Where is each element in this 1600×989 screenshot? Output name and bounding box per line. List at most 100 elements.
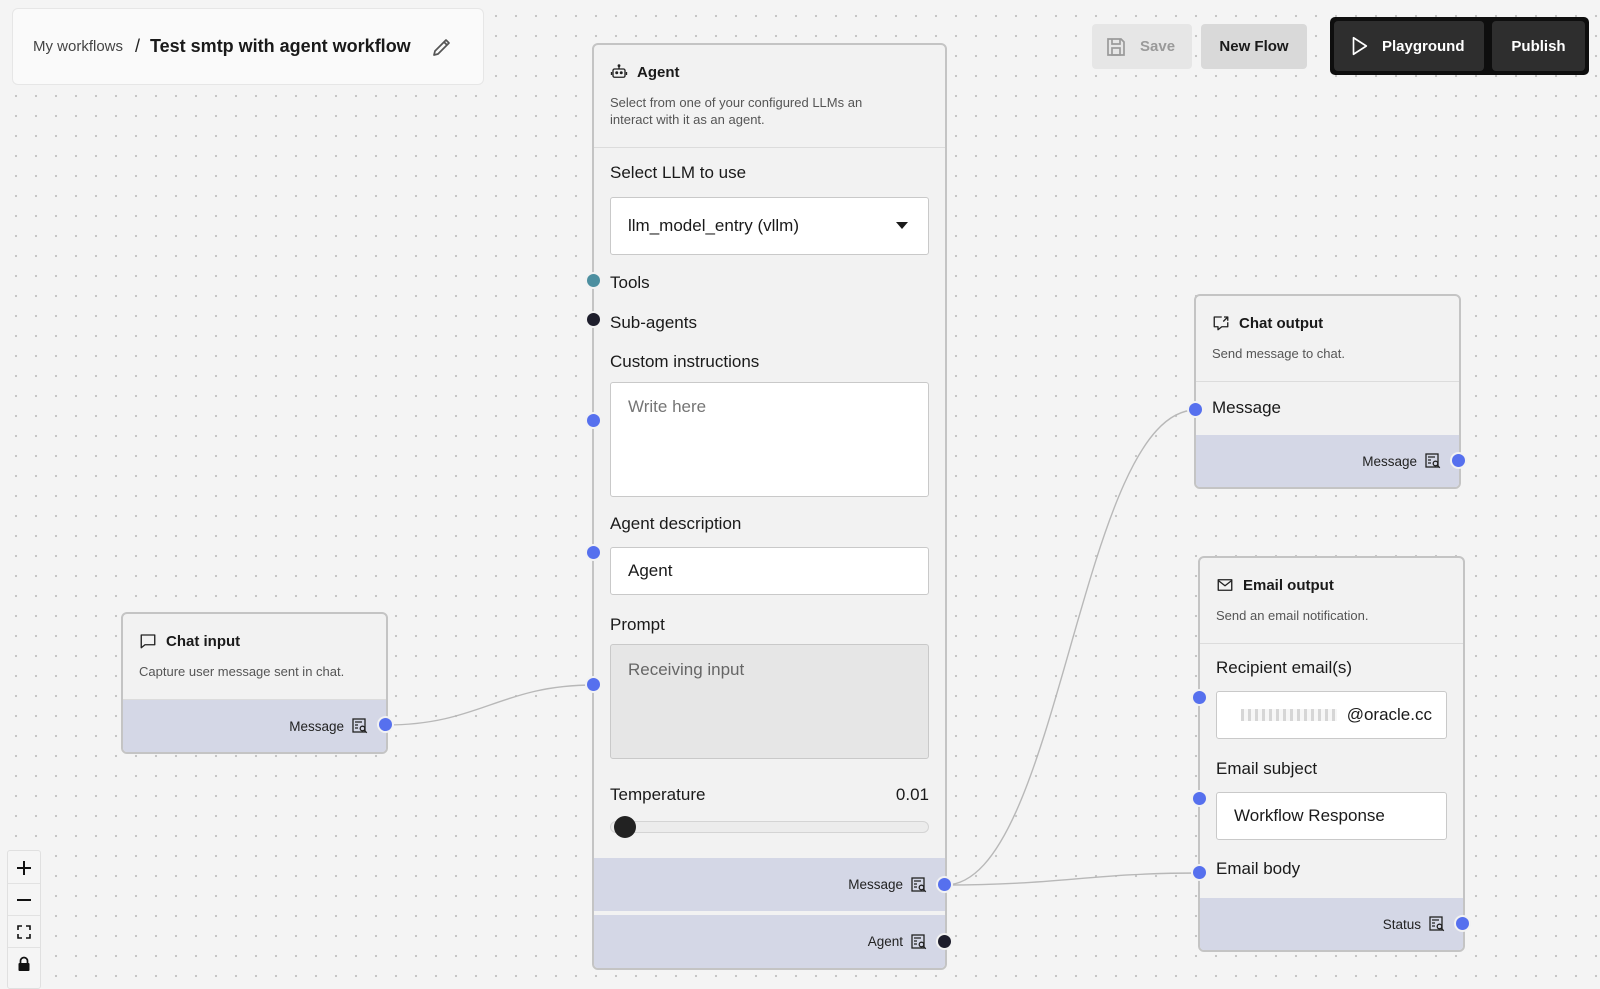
- chat-output-message-input-port[interactable]: [1187, 401, 1204, 418]
- prompt-label: Prompt: [610, 615, 665, 634]
- play-icon: [1352, 36, 1368, 56]
- email-status-output-port[interactable]: [1454, 915, 1471, 932]
- lock-icon: [18, 956, 30, 971]
- recipient-email-input-port[interactable]: [1191, 689, 1208, 706]
- llm-select-value: llm_model_entry (vllm): [628, 216, 799, 235]
- tools-input-port[interactable]: [585, 272, 602, 289]
- plus-icon: [17, 860, 31, 875]
- minus-icon: [17, 898, 31, 901]
- chat-input-output-label: Message: [289, 718, 344, 734]
- chat-output-output-label: Message: [1362, 453, 1417, 469]
- agent-agent-output-label: Agent: [867, 934, 903, 949]
- workflow-title: Test smtp with agent workflow: [150, 36, 411, 56]
- fit-view-icon: [17, 924, 31, 939]
- chat-export-icon: [1213, 316, 1229, 331]
- email-status-output-label: Status: [1382, 916, 1421, 932]
- temperature-value: 0.01: [895, 785, 929, 804]
- agent-node-title: Agent: [637, 63, 680, 81]
- playground-button[interactable]: Playground: [1334, 21, 1484, 71]
- table-search-icon: [911, 876, 927, 892]
- subagents-input-port[interactable]: [585, 311, 602, 328]
- email-body-input-port[interactable]: [1191, 864, 1208, 881]
- zoom-out-button[interactable]: [8, 884, 40, 915]
- select-llm-label: Select LLM to use: [610, 163, 747, 182]
- temperature-slider-thumb[interactable]: [614, 816, 636, 838]
- agent-node[interactable]: Agent Select from one of your configured…: [592, 43, 947, 970]
- chat-input-message-output: Message: [123, 700, 386, 752]
- agent-desc-line-1: Select from one of your configured LLMs …: [610, 95, 863, 110]
- email-body-label: Email body: [1216, 859, 1301, 878]
- fit-view-button[interactable]: [8, 916, 40, 947]
- chat-input-title: Chat input: [166, 632, 241, 650]
- prompt-placeholder: Receiving input: [628, 660, 745, 679]
- save-button-label: Save: [1140, 38, 1176, 55]
- chat-output-message-output: Message: [1196, 435, 1459, 487]
- robot-icon: [610, 64, 628, 78]
- temperature-slider-track[interactable]: [610, 816, 929, 838]
- zoom-in-button[interactable]: [8, 852, 40, 883]
- prompt-input: Receiving input: [610, 644, 929, 759]
- recipient-email-input[interactable]: @oracle.cc: [1216, 691, 1447, 739]
- edge-agent-to-emailbody: [944, 872, 1201, 886]
- chat-output-message-label: Message: [1212, 398, 1281, 417]
- chat-output-output-port[interactable]: [1450, 452, 1467, 469]
- table-search-icon: [1429, 916, 1445, 932]
- table-search-icon: [352, 718, 368, 734]
- email-subject-value: Workflow Response: [1234, 806, 1385, 825]
- subagents-label: Sub-agents: [610, 313, 697, 332]
- publish-button-label: Publish: [1511, 37, 1566, 55]
- table-search-icon: [1425, 453, 1441, 469]
- envelope-icon: [1217, 579, 1233, 591]
- chat-input-node[interactable]: Chat input Capture user message sent in …: [121, 612, 388, 754]
- chat-bubble-icon: [140, 634, 156, 649]
- agent-description-input[interactable]: Agent: [610, 547, 929, 595]
- agent-description-value: Agent: [628, 561, 673, 580]
- agent-description-input-port[interactable]: [585, 544, 602, 561]
- agent-message-output-port[interactable]: [936, 876, 953, 893]
- chat-input-output-port[interactable]: [377, 716, 394, 733]
- edit-title-button[interactable]: [427, 32, 457, 62]
- llm-select[interactable]: llm_model_entry (vllm): [610, 197, 929, 255]
- email-subject-input-port[interactable]: [1191, 790, 1208, 807]
- chat-output-title-row: Chat output: [1212, 314, 1443, 332]
- publish-button[interactable]: Publish: [1492, 21, 1585, 71]
- email-status-output: Status: [1200, 898, 1463, 950]
- email-output-title: Email output: [1243, 576, 1334, 594]
- custom-instructions-input-port[interactable]: [585, 412, 602, 429]
- canvas-controls: [7, 850, 41, 989]
- email-output-node[interactable]: Email output Send an email notification.…: [1198, 556, 1465, 952]
- lock-canvas-button[interactable]: [8, 948, 40, 979]
- temperature-label: Temperature: [610, 785, 706, 804]
- custom-instructions-label: Custom instructions: [610, 352, 760, 371]
- floppy-disk-icon: [1107, 37, 1125, 56]
- new-flow-button[interactable]: New Flow: [1201, 24, 1307, 69]
- agent-description-label: Agent description: [610, 514, 742, 533]
- recipient-email-value: @oracle.cc: [1346, 705, 1432, 724]
- controls-divider: [8, 883, 40, 884]
- playground-button-label: Playground: [1382, 37, 1465, 55]
- table-search-icon: [911, 933, 927, 949]
- recipient-email-label: Recipient email(s): [1216, 658, 1353, 677]
- edge-chatinput-to-prompt: [385, 684, 595, 726]
- prompt-input-port[interactable]: [585, 676, 602, 693]
- email-output-description: Send an email notification.: [1216, 608, 1369, 623]
- agent-desc-line-2: interact with it as an agent.: [610, 112, 765, 127]
- breadcrumb-parent-link[interactable]: My workflows: [33, 38, 124, 55]
- custom-instructions-input[interactable]: [610, 382, 929, 497]
- new-flow-button-label: New Flow: [1219, 38, 1289, 55]
- agent-agent-output: Agent: [594, 915, 945, 968]
- chat-input-description: Capture user message sent in chat.: [139, 664, 345, 679]
- agent-message-output: Message: [594, 858, 945, 911]
- chat-output-node[interactable]: Chat output Send message to chat. Messag…: [1194, 294, 1461, 489]
- chat-output-title: Chat output: [1239, 314, 1324, 332]
- save-button[interactable]: Save: [1092, 24, 1192, 69]
- agent-message-output-label: Message: [848, 877, 903, 892]
- agent-agent-output-port[interactable]: [936, 933, 953, 950]
- email-subject-input[interactable]: Workflow Response: [1216, 792, 1447, 840]
- agent-node-title-row: Agent: [610, 63, 929, 81]
- pencil-icon: [433, 39, 450, 56]
- email-subject-label: Email subject: [1216, 759, 1318, 778]
- chat-output-description: Send message to chat.: [1212, 346, 1345, 361]
- controls-divider: [8, 947, 40, 948]
- chat-input-header: Chat input Capture user message sent in …: [123, 614, 386, 700]
